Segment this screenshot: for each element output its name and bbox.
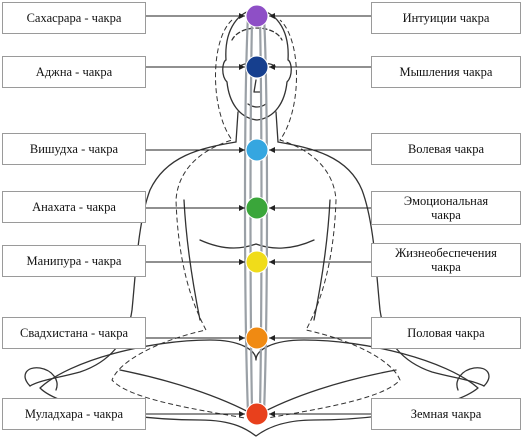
left-label-anahata: Анахата - чакра	[2, 191, 146, 223]
chakra-dot-sahasrara	[245, 4, 269, 28]
right-label-intuition: Интуиции чакра	[371, 2, 521, 34]
left-hand	[24, 367, 58, 391]
neck	[235, 111, 279, 143]
arrowhead-right-sahasrara	[269, 13, 275, 19]
chakra-dot-vishuddha	[245, 138, 269, 162]
arrowhead-left-anahata	[239, 205, 245, 211]
arrowhead-right-svadhisthana	[269, 335, 275, 341]
arrowhead-left-sahasrara	[239, 13, 245, 19]
connector-lines	[146, 13, 371, 417]
arrowhead-left-vishuddha	[239, 147, 245, 153]
chakra-dot-anahata	[245, 196, 269, 220]
chakra-dot-svadhisthana	[245, 326, 269, 350]
right-hand	[456, 367, 490, 391]
left-label-vishuddha: Вишудха - чакра	[2, 133, 146, 165]
left-label-muladhara: Муладхара - чакра	[2, 398, 146, 430]
hairline	[231, 27, 283, 41]
chest	[199, 239, 315, 249]
right-arm	[277, 141, 485, 387]
arrowhead-left-ajna	[239, 64, 245, 70]
torso-left	[183, 199, 201, 321]
right-label-earth: Земная чакра	[371, 398, 521, 430]
arrowhead-right-anahata	[269, 205, 275, 211]
torso-right	[313, 199, 331, 321]
arrowhead-right-muladhara	[269, 411, 275, 417]
right-label-emotional: Эмоциональная чакра	[371, 191, 521, 225]
right-label-thinking: Мышления чакра	[371, 56, 521, 88]
right-label-sexual: Половая чакра	[371, 317, 521, 349]
left-label-svadhisthana: Свадхистана - чакра	[2, 317, 146, 349]
arrowhead-left-svadhisthana	[239, 335, 245, 341]
arrowhead-right-ajna	[269, 64, 275, 70]
chakra-dot-ajna	[245, 55, 269, 79]
left-arm	[29, 141, 237, 387]
arrowhead-left-muladhara	[239, 411, 245, 417]
arrowhead-right-vishuddha	[269, 147, 275, 153]
left-label-ajna: Аджна - чакра	[2, 56, 146, 88]
chakra-dot-manipura	[245, 250, 269, 274]
left-label-manipura: Манипура - чакра	[2, 245, 146, 277]
chakra-dot-muladhara	[245, 402, 269, 426]
chakra-points	[245, 4, 269, 426]
right-label-will: Волевая чакра	[371, 133, 521, 165]
arrowhead-right-manipura	[269, 259, 275, 265]
left-label-sahasrara: Сахасрара - чакра	[2, 2, 146, 34]
right-label-vitality: Жизнеобеспечения чакра	[371, 243, 521, 277]
arrowhead-left-manipura	[239, 259, 245, 265]
